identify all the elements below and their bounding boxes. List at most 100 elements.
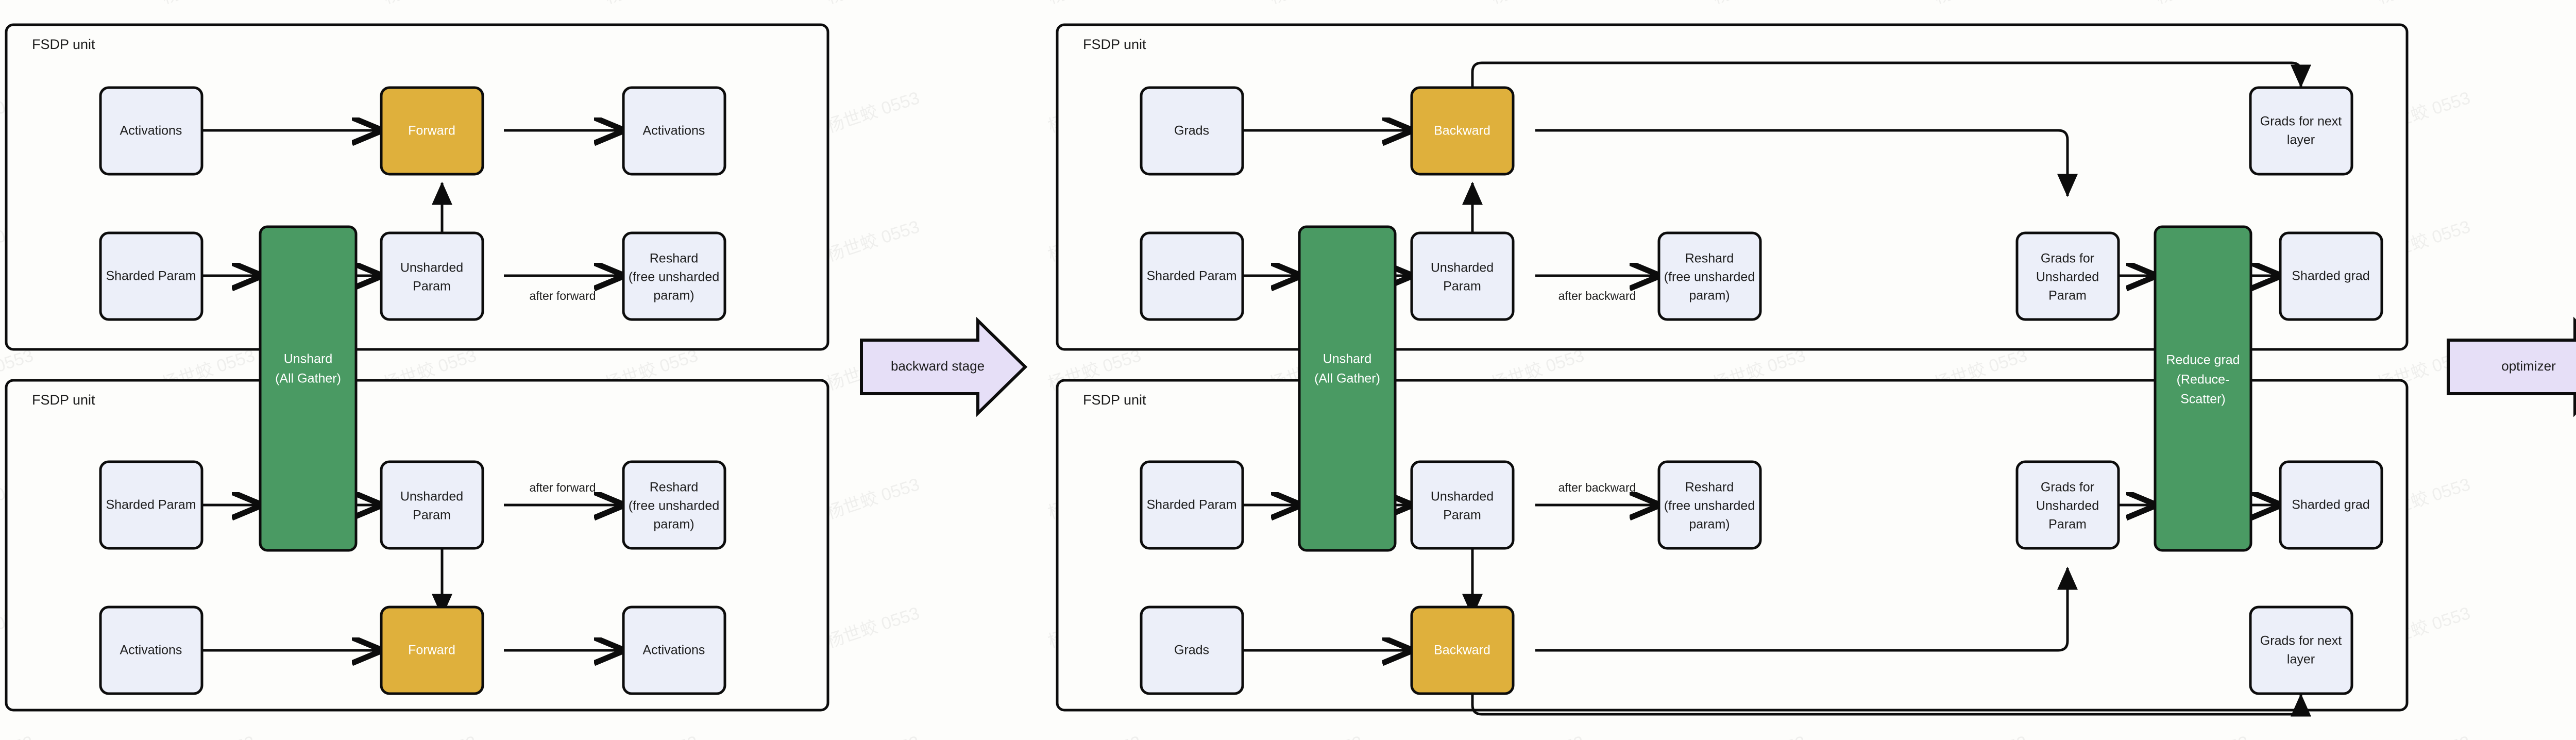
node-reshard-2[interactable]: Reshard (free unsharded param) [622, 460, 726, 550]
node-label: Activations [643, 643, 705, 658]
node-label: Activations [120, 124, 182, 138]
node-label-line2: Param [413, 508, 451, 523]
node-activations-in-2[interactable]: Activations [99, 606, 204, 695]
backward-unit-top-label: FSDP unit [1083, 37, 1146, 52]
node-label-line2: Unsharded [2036, 499, 2099, 513]
node-label-line3: Param [2048, 289, 2087, 303]
node-label-line3: param) [1689, 517, 1730, 532]
node-label-line2: (free unsharded [629, 499, 720, 513]
node-label-line2: (free unsharded [1664, 270, 1755, 284]
node-label: Sharded Param [106, 269, 196, 283]
node-label-line3: Param [2048, 517, 2087, 532]
node-forward-compute[interactable]: Forward [380, 86, 484, 176]
node-reshard-b2[interactable]: Reshard (free unsharded param) [1657, 460, 1762, 550]
node-reduce-grad-reduce-scatter[interactable]: Reduce grad (Reduce- Scatter) [2154, 225, 2252, 552]
node-label-line2: (free unsharded [629, 270, 720, 284]
node-reshard[interactable]: Reshard (free unsharded param) [622, 231, 726, 321]
node-label-line1: Reshard [1685, 480, 1734, 495]
node-label: Sharded grad [2292, 269, 2370, 283]
node-sharded-param-b[interactable]: Sharded Param [1140, 231, 1244, 321]
node-grads-2[interactable]: Grads [1140, 606, 1244, 695]
edge-label-after-forward: after forward [529, 289, 596, 302]
node-label: Forward [408, 643, 455, 658]
node-sharded-param-2[interactable]: Sharded Param [99, 460, 204, 550]
node-activations-in[interactable]: Activations [99, 86, 204, 176]
node-sharded-param-b2[interactable]: Sharded Param [1140, 460, 1244, 550]
backward-unit-bottom-label: FSDP unit [1083, 392, 1146, 408]
node-label-line2: layer [2287, 133, 2315, 147]
node-grads-next-layer-2[interactable]: Grads for next layer [2249, 606, 2353, 695]
edge-backward-to-grads-next-layer-2 [1471, 693, 2311, 717]
node-label-line1: Grads for next [2260, 634, 2342, 648]
node-label-line2: (All Gather) [275, 372, 341, 386]
node-label: Backward [1434, 643, 1490, 658]
node-sharded-grad-b[interactable]: Sharded grad [2279, 231, 2383, 321]
node-unshard-all-gather-2[interactable]: Unshard (All Gather) [1298, 225, 1397, 552]
edge-backward-to-grads-unsharded-2 [1535, 566, 2078, 652]
node-label-line1: Grads for next [2260, 114, 2342, 129]
node-label-line2: layer [2287, 652, 2315, 667]
node-label-line1: Unshard [284, 352, 333, 366]
backward-panel: FSDP unit FSDP unit [1056, 23, 2409, 717]
edge-backward-to-grads-unsharded [1535, 129, 2078, 197]
node-label-line3: param) [653, 289, 694, 303]
forward-unit-top-label: FSDP unit [32, 37, 95, 52]
edge-label-after-backward: after backward [1558, 289, 1636, 302]
node-label-line1: Grads for [2041, 480, 2094, 495]
stage-arrow-label: optimizer [2501, 358, 2556, 374]
node-label-line1: Reshard [650, 251, 699, 266]
node-activations-out[interactable]: Activations [622, 86, 726, 176]
node-label-line1: Unsharded [1431, 490, 1494, 504]
node-label-line3: Scatter) [2180, 392, 2226, 407]
node-label: Sharded Param [1146, 269, 1236, 283]
edge-label-after-backward-2: after backward [1558, 481, 1636, 494]
node-label-line3: param) [653, 517, 694, 532]
node-reshard-b[interactable]: Reshard (free unsharded param) [1657, 231, 1762, 321]
node-unsharded-param-b[interactable]: Unsharded Param [1410, 231, 1515, 321]
forward-panel: FSDP unit FSDP unit Activations [5, 23, 829, 712]
stage-arrow-label: backward stage [891, 358, 985, 374]
node-label: Forward [408, 124, 455, 138]
node-label-line1: Unshard [1323, 352, 1372, 366]
node-label-line2: Param [1443, 279, 1481, 294]
node-label-line2: (Reduce- [2177, 373, 2230, 387]
node-forward-compute-2[interactable]: Forward [380, 606, 484, 695]
node-label: Grads [1174, 643, 1209, 658]
node-label-line1: Reduce grad [2166, 353, 2240, 367]
node-backward-compute-2[interactable]: Backward [1410, 606, 1515, 695]
node-unsharded-param[interactable]: Unsharded Param [380, 231, 484, 321]
node-unsharded-param-b2[interactable]: Unsharded Param [1410, 460, 1515, 550]
node-label-line2: (All Gather) [1314, 372, 1380, 386]
node-grads-for-unsharded-param-2[interactable]: Grads for Unsharded Param [2015, 460, 2120, 550]
node-unsharded-param-2[interactable]: Unsharded Param [380, 460, 484, 550]
stage-arrow-backward[interactable]: backward stage [860, 316, 1028, 417]
node-grads-for-unsharded-param[interactable]: Grads for Unsharded Param [2015, 231, 2120, 321]
node-label-line1: Unsharded [400, 261, 463, 275]
node-grads-next-layer[interactable]: Grads for next layer [2249, 86, 2353, 176]
node-label: Activations [120, 643, 182, 658]
forward-unit-bottom-label: FSDP unit [32, 392, 95, 408]
node-grads[interactable]: Grads [1140, 86, 1244, 176]
node-label-line1: Unsharded [1431, 261, 1494, 275]
node-label-line2: Param [1443, 508, 1481, 523]
node-backward-compute[interactable]: Backward [1410, 86, 1515, 176]
node-label-line2: (free unsharded [1664, 499, 1755, 513]
edge-label-after-forward-2: after forward [529, 481, 596, 494]
node-label: Activations [643, 124, 705, 138]
edge-backward-to-grads-next-layer [1471, 61, 2311, 88]
node-label: Sharded Param [1146, 498, 1236, 512]
stage-arrow-optimizer[interactable]: optimizer [2447, 316, 2576, 417]
node-label: Sharded grad [2292, 498, 2370, 512]
node-label-line2: Unsharded [2036, 270, 2099, 284]
node-label: Backward [1434, 124, 1490, 138]
node-label-line1: Unsharded [400, 490, 463, 504]
node-label-line1: Grads for [2041, 251, 2094, 266]
node-sharded-param[interactable]: Sharded Param [99, 231, 204, 321]
node-activations-out-2[interactable]: Activations [622, 606, 726, 695]
node-label-line3: param) [1689, 289, 1730, 303]
node-label-line2: Param [413, 279, 451, 294]
node-unshard-all-gather[interactable]: Unshard (All Gather) [259, 225, 358, 552]
node-sharded-grad-b2[interactable]: Sharded grad [2279, 460, 2383, 550]
